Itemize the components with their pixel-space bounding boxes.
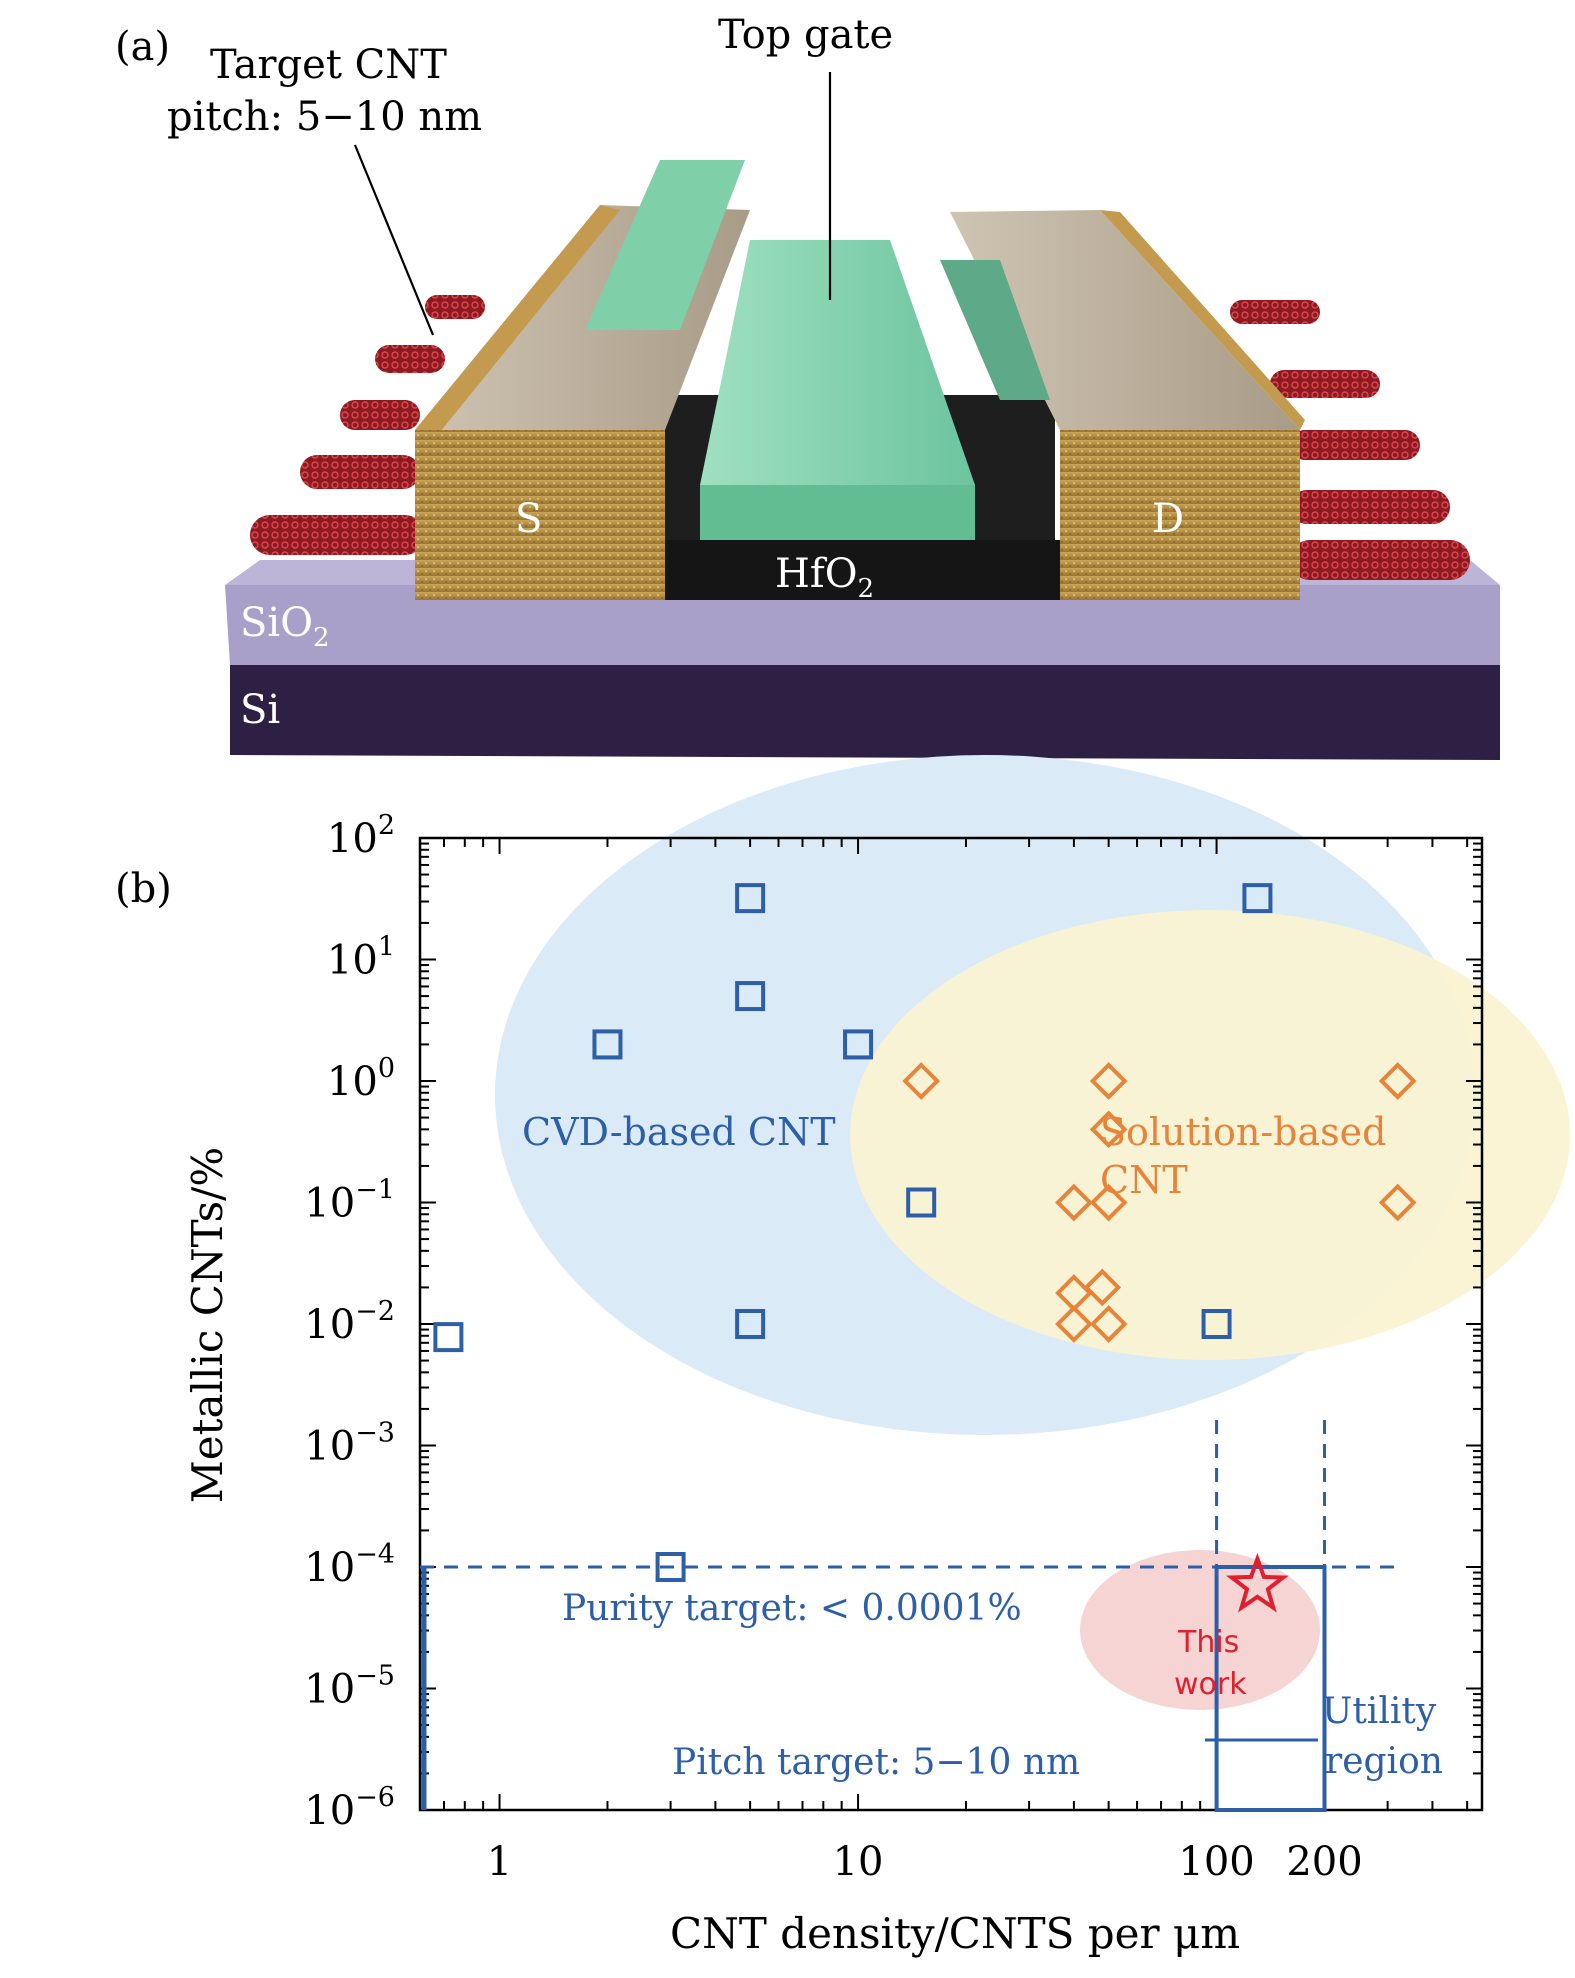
y-tick-label: 102 [327,810,395,862]
pitch-target-label: Pitch target: 5−10 nm [672,1742,1080,1783]
cvd-marker [1201,1309,1232,1339]
hfo2-label: HfO2 [775,551,874,604]
solution-marker [1055,1183,1093,1222]
y-tick-label: 100 [327,1053,395,1105]
solution-marker [1378,1183,1417,1222]
cnt-tube [1290,540,1470,580]
gate-callout-label: Top gate [718,12,893,58]
cnt-callout-line [353,144,435,336]
cnt-tube [425,295,485,319]
top-gate [700,240,975,540]
purity-target-label: Purity target: < 0.0001% [562,1588,1022,1629]
cvd-label: CVD-based CNT [522,1110,836,1154]
cvd-marker [1242,883,1273,914]
y-tick-label: 10−5 [304,1661,395,1713]
x-axis-title: CNT density/CNTS per μm [670,1909,1240,1958]
solution-label-line2: CNT [1100,1158,1188,1202]
solution-marker [1089,1305,1128,1343]
y-tick-labels: 102 101 100 10−1 10−2 10−3 10−4 10−5 10−6 [304,810,395,1834]
solution-marker [1055,1305,1093,1343]
cnt-left-group [250,295,485,555]
solution-label-line1: Solution-based [1100,1110,1386,1154]
cnt-right-group [1230,300,1470,580]
x-tick-label: 100 [1178,1839,1254,1885]
cvd-marker [735,883,766,914]
source-edge [415,205,620,432]
cnt-tube [250,515,425,555]
top-gate-top [700,240,975,485]
cvd-marker [735,1309,766,1339]
cnt-tube [1230,300,1320,324]
sio2-layer [225,585,1500,665]
hfo2-region [660,540,1060,600]
drain-edge [1100,210,1305,430]
y-tick-label: 10−4 [304,1539,395,1591]
utility-region-line2: region [1325,1741,1443,1782]
this-work-line2: work [1174,1667,1247,1702]
si-label: Si [240,687,280,733]
cnt-callout-line2: pitch: 5−10 nm [167,94,482,140]
cnt-tube [1290,490,1450,524]
cvd-marker [906,1187,937,1218]
device-schematic: (a) Target CNT pitch: 5−10 nm Top gate S… [115,12,1500,760]
x-tick-label: 200 [1286,1839,1362,1885]
y-tick-label: 10−6 [304,1782,395,1834]
this-work-line1: This [1177,1625,1239,1660]
cvd-marker [433,1322,464,1353]
solution-marker [1083,1268,1122,1307]
cvd-marker [735,981,766,1012]
right-gate-bar [940,260,1050,400]
panel-a-label: (a) [115,24,170,70]
this-work-region [1080,1550,1320,1710]
source-label: S [515,496,542,542]
y-axis-title: Metallic CNTs/% [183,1147,232,1503]
x-tick-label: 1 [487,1839,512,1885]
cnt-tube [1290,430,1420,460]
top-gate-front [700,485,975,540]
cnt-tube [375,345,445,373]
drain-label: D [1152,496,1184,542]
sio2-label: SiO2 [240,600,330,653]
solution-marker [1089,1110,1128,1149]
solution-marker [1089,1183,1128,1222]
data-markers [433,883,1417,1613]
cnt-tube [1270,370,1380,398]
y-tick-label: 101 [327,932,395,984]
utility-region-box [1214,1565,1327,1812]
cnt-tube [300,455,420,489]
y-tick-label: 10−2 [304,1296,395,1348]
cnt-tube [340,400,420,430]
si-layer [230,665,1500,760]
target-lines [420,1420,1395,1812]
solution-marker [1089,1062,1128,1100]
cvd-marker [655,1552,686,1582]
y-tick-label: 10−1 [304,1175,395,1227]
cnt-callout-line1: Target CNT [210,42,447,88]
this-work-star [1226,1552,1289,1613]
x-tick-labels: 1 10 100 200 [487,1839,1363,1885]
x-tick-label: 10 [833,1839,884,1885]
solution-marker [1378,1062,1417,1100]
cvd-marker [592,1029,623,1060]
drain-front [1060,430,1300,600]
cvd-marker [843,1029,874,1060]
solution-region [850,910,1570,1360]
left-gate-bar [585,160,745,330]
panel-b-label: (b) [115,866,172,912]
solution-marker [902,1062,941,1100]
source-front [415,430,665,600]
y-tick-label: 10−3 [304,1418,395,1470]
utility-region-line1: Utility [1322,1691,1437,1732]
